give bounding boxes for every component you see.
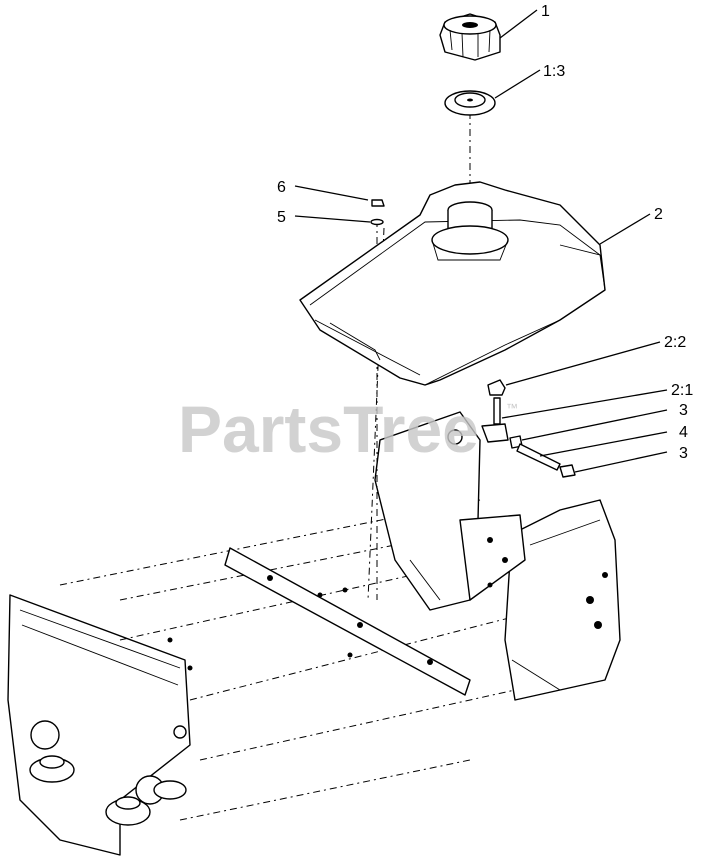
- callout-3-lower: 3: [679, 445, 688, 462]
- callout-2: 2: [654, 206, 663, 223]
- callout-3-upper: 3: [679, 402, 688, 419]
- svg-text:PartsTree: PartsTree: [178, 392, 479, 466]
- callout-labels: 1 1:3 6 5 2 2:2 2:1 3 4 3: [277, 3, 693, 462]
- callout-6: 6: [277, 179, 286, 196]
- cap-gasket: [444, 90, 496, 116]
- fuel-cap: [439, 13, 501, 61]
- callout-4: 4: [679, 424, 688, 441]
- callout-1-3: 1:3: [543, 63, 565, 80]
- callout-2-1: 2:1: [671, 382, 693, 399]
- fuel-line-fittings: [481, 379, 576, 478]
- partstree-watermark: PartsTree ™: [178, 392, 518, 466]
- callout-5: 5: [277, 209, 286, 226]
- nut-and-washer: [370, 199, 385, 226]
- callout-1: 1: [541, 3, 550, 20]
- leader-lines: [294, 9, 668, 473]
- callout-2-2: 2:2: [664, 334, 686, 351]
- svg-text:™: ™: [506, 401, 518, 415]
- frame-assembly: [7, 411, 621, 856]
- fuel-tank: [299, 181, 606, 386]
